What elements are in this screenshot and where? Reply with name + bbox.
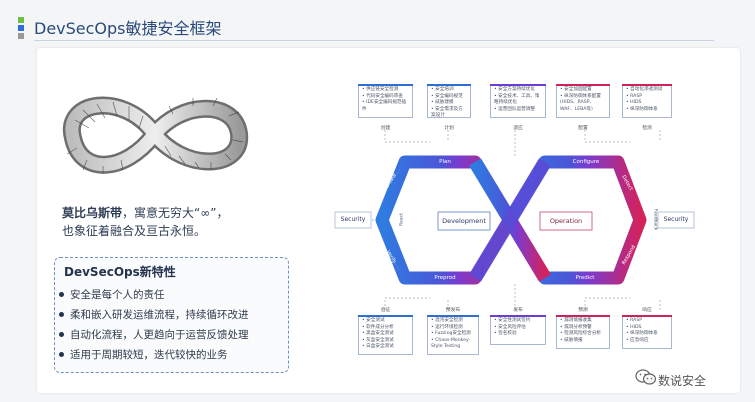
devsecops-diagram: Development Operation Security Security … — [330, 70, 730, 390]
side-react-label: React — [399, 213, 405, 226]
header-square-green — [18, 17, 24, 23]
card-line: (HIDS、RASP、 — [560, 100, 595, 106]
mobius-caption-line2: 也象征着融合及亘古永恒。 — [62, 224, 207, 238]
card-line: • 代码安全编码审查 — [362, 93, 403, 99]
bottom-card-caption: 响应 — [642, 308, 652, 313]
header-square-blue — [18, 25, 24, 31]
card-line: • 检测风险综合分析 — [560, 331, 601, 337]
feature-item: 柔和嵌入研发运维流程，持续循环改进 — [59, 309, 249, 321]
card-line: • 安全方案持续优化 — [494, 87, 535, 92]
card-line: • 黑盒安全测试 — [362, 331, 394, 337]
arc-predict: Predict — [575, 275, 595, 281]
card-line: WAF、LEBA等) — [560, 106, 593, 112]
arc-preprod: Preprod — [434, 275, 456, 281]
card-line: • 威胁建模 — [431, 100, 454, 106]
bottom-card-predict: • 漏洞情报收集 • 漏洞分析预警 • 检测风险综合分析 • 威胁情报 — [556, 315, 610, 349]
card-line: • 自动化渗透测试 — [626, 87, 663, 92]
watermark-text: 数说安全 — [658, 374, 707, 388]
top-card-caption: 适应 — [513, 126, 523, 131]
card-line: • 应急响应 — [626, 337, 649, 343]
card-line: • IDE安全编码规范插件 — [362, 100, 407, 112]
card-line: • 软件成分分析 — [362, 324, 394, 330]
card-line: • 威胁情报 — [560, 337, 583, 343]
top-card-detect: • 自动化渗透测试 • RASP • HIDS • 纵深防御体系 — [622, 84, 672, 118]
card-line: • 混沌安全检测 — [431, 318, 463, 323]
top-card-plan: • 安全培训 • 安全编码规范 • 威胁建模 • 安全需求及方案设计 — [427, 84, 471, 118]
features-title: DevSecOps新特性 — [64, 265, 176, 279]
bottom-card-respond: • RASP • HIDS • 纵深防御体系 • 应急响应 — [622, 315, 672, 349]
feature-item: 适用于周期较短，迭代较快的业务 — [59, 349, 228, 361]
mobius-caption-rest: ，寓意无穷大“∞”， — [122, 206, 229, 220]
arc-plan: Plan — [439, 159, 451, 165]
card-line: • 签名校验 — [494, 331, 517, 337]
features-box — [54, 257, 289, 373]
center-right-label: Operation — [549, 217, 583, 225]
card-line: • RASP — [626, 93, 643, 99]
card-line: • 安全培训 — [431, 87, 454, 92]
card-line: • 纵深防御体系配置 — [560, 93, 601, 99]
bottom-card-preprod: • 混沌安全检测 • 运行环境检测 • Fuzzing安全检测 • Chaos-… — [427, 315, 479, 355]
card-line: • RASP — [626, 318, 643, 323]
card-line: 略持续优化 — [494, 100, 517, 106]
card-line: • 漏洞情报收集 — [560, 318, 592, 323]
top-card-caption: 创建 — [380, 126, 391, 131]
top-card-create: • 供应链安全检测 • 代码安全编码审查 • IDE安全编码规范插件 — [358, 84, 413, 118]
card-line: • 灰盒安全测试 — [362, 337, 394, 343]
card-line: • 漏洞分析预警 — [560, 324, 592, 330]
top-card-configure: • 安全加固配置 • 纵深防御体系配置 (HIDS、RASP、 WAF、LEBA… — [556, 84, 610, 118]
card-line: • Chaos-Monkey- — [431, 337, 471, 343]
wechat-icon — [635, 369, 657, 385]
card-line: • 安全需求及方案设计 — [431, 106, 463, 119]
bottom-card-caption: 预发布 — [445, 308, 461, 313]
card-line: • 白盒安全测试 — [362, 344, 394, 350]
card-line: • 供应链安全检测 — [362, 87, 399, 92]
card-line: • 安全风险评估 — [494, 324, 526, 330]
top-card-caption: 计划 — [444, 126, 454, 131]
infinity-loop — [334, 130, 695, 310]
card-line: • HIDS — [626, 100, 642, 106]
arc-configure: Configure — [572, 159, 600, 165]
card-line: • 安全测试 — [362, 318, 385, 323]
mobius-strip-image — [62, 96, 249, 174]
card-line: • HIDS — [626, 324, 642, 330]
card-line: • 纵深防御体系 — [626, 331, 658, 337]
bottom-card-verify: • 安全测试 • 软件成分分析 • 黑盒安全测试 • 灰盒安全测试 • 白盒安全… — [358, 315, 413, 355]
bottom-card-caption: 预测 — [578, 308, 588, 313]
mobius-caption-line1: 莫比乌斯带，寓意无穷大“∞”， — [62, 204, 228, 221]
security-left-label: Security — [340, 216, 366, 223]
bottom-card-release: • 安全性测试签约 • 安全风险评估 • 签名校验 — [490, 315, 546, 345]
card-line: • 运营团队运营调整 — [494, 106, 535, 112]
card-line: • Fuzzing安全检测 — [431, 331, 471, 337]
bottom-card-caption: 验证 — [380, 308, 391, 313]
header-square-gray — [18, 33, 24, 39]
mobius-caption-bold: 莫比乌斯带 — [62, 206, 123, 220]
header-divider — [34, 40, 714, 41]
feature-item: 安全是每个人的责任 — [59, 289, 165, 301]
security-right-label: Security — [663, 216, 689, 223]
bottom-card-caption: 发布 — [513, 308, 523, 313]
side-feedback-label: Feedback — [652, 208, 658, 231]
card-line: • 安全加固配置 — [560, 87, 592, 92]
top-card-adapt: • 安全方案持续优化 • 安全技术、工具、策 略持续优化 • 运营团队运营调整 — [490, 84, 546, 118]
feature-item: 自动化流程，人更趋向于运营反馈处理 — [59, 329, 249, 341]
top-card-caption: 配置 — [578, 126, 588, 131]
center-left-label: Development — [442, 217, 486, 225]
card-line: • 运行环境检测 — [431, 324, 463, 330]
card-line: • 安全技术、工具、策 — [494, 93, 540, 99]
card-line: • 纵深防御体系 — [626, 106, 658, 112]
page-title: DevSecOps敏捷安全框架 — [34, 19, 222, 38]
card-line: Style Testing — [431, 344, 461, 350]
card-line: • 安全编码规范 — [431, 93, 463, 99]
top-card-caption: 检测 — [642, 126, 652, 131]
card-line: • 安全性测试签约 — [494, 318, 531, 323]
